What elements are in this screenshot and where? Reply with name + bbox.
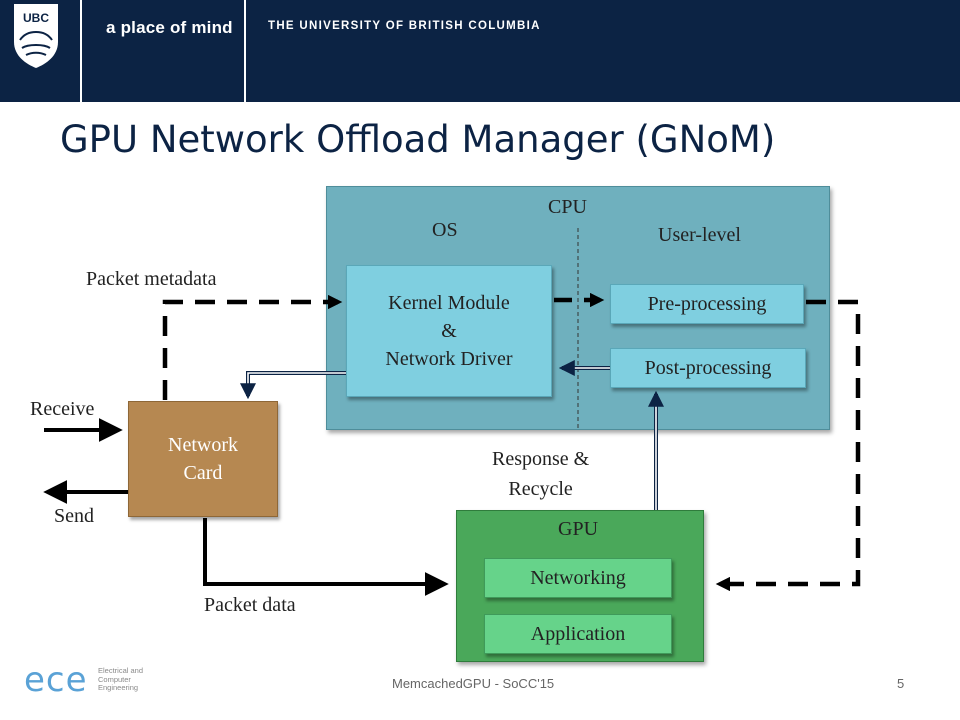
response-recycle-line: Response & (492, 448, 590, 470)
response-recycle-label: Response & Recycle (492, 444, 589, 504)
page-number: 5 (897, 676, 905, 691)
ece-subtitle-line: Electrical and (98, 666, 144, 675)
university-name: THE UNIVERSITY OF BRITISH COLUMBIA (268, 20, 541, 32)
header-tagline: a place of mind (106, 18, 233, 37)
ece-logo: ece (24, 660, 88, 700)
kernel-module-line: & (441, 320, 457, 342)
ece-subtitle-line: Computer (98, 674, 131, 684)
os-label: OS (432, 219, 458, 241)
user-level-label: User-level (658, 224, 741, 246)
network-card-line: Network (168, 434, 238, 456)
response-recycle-line: Recycle (508, 478, 573, 500)
kernel-module-line: Network Driver (385, 348, 513, 370)
packet-data-arrow (203, 518, 449, 596)
cpu-label: CPU (548, 196, 587, 218)
send-label: Send (54, 505, 94, 527)
network-card-line: Card (183, 462, 223, 484)
ubc-logo-text: UBC (23, 11, 49, 25)
ubc-crest-logo: UBC (14, 4, 58, 68)
receive-label: Receive (30, 398, 95, 420)
kernel-module-box: Kernel Module & Network Driver (346, 265, 552, 397)
network-card-box: Network Card (128, 401, 278, 517)
footer-text: MemcachedGPU - SoCC'15 (392, 676, 555, 691)
slide-title: GPU Network Offload Manager (GNoM) (60, 118, 776, 161)
header-divider (80, 0, 82, 102)
packet-data-label: Packet data (204, 594, 296, 616)
networking-box: Networking (484, 558, 672, 598)
ece-logo-subtitle: Electrical and Computer Engineering (98, 666, 144, 693)
pre-processing-box: Pre-processing (610, 284, 804, 324)
packet-metadata-label: Packet metadata (86, 268, 217, 290)
kernel-module-line: Kernel Module (388, 292, 510, 314)
header-divider (244, 0, 246, 102)
header-bar: UBC a place of mind THE UNIVERSITY OF BR… (0, 0, 960, 102)
ece-subtitle-line: Engineering (98, 683, 139, 692)
packet-metadata-arrow (162, 294, 343, 400)
application-box: Application (484, 614, 672, 654)
post-processing-box: Post-processing (610, 348, 806, 388)
gpu-label: GPU (558, 518, 599, 540)
